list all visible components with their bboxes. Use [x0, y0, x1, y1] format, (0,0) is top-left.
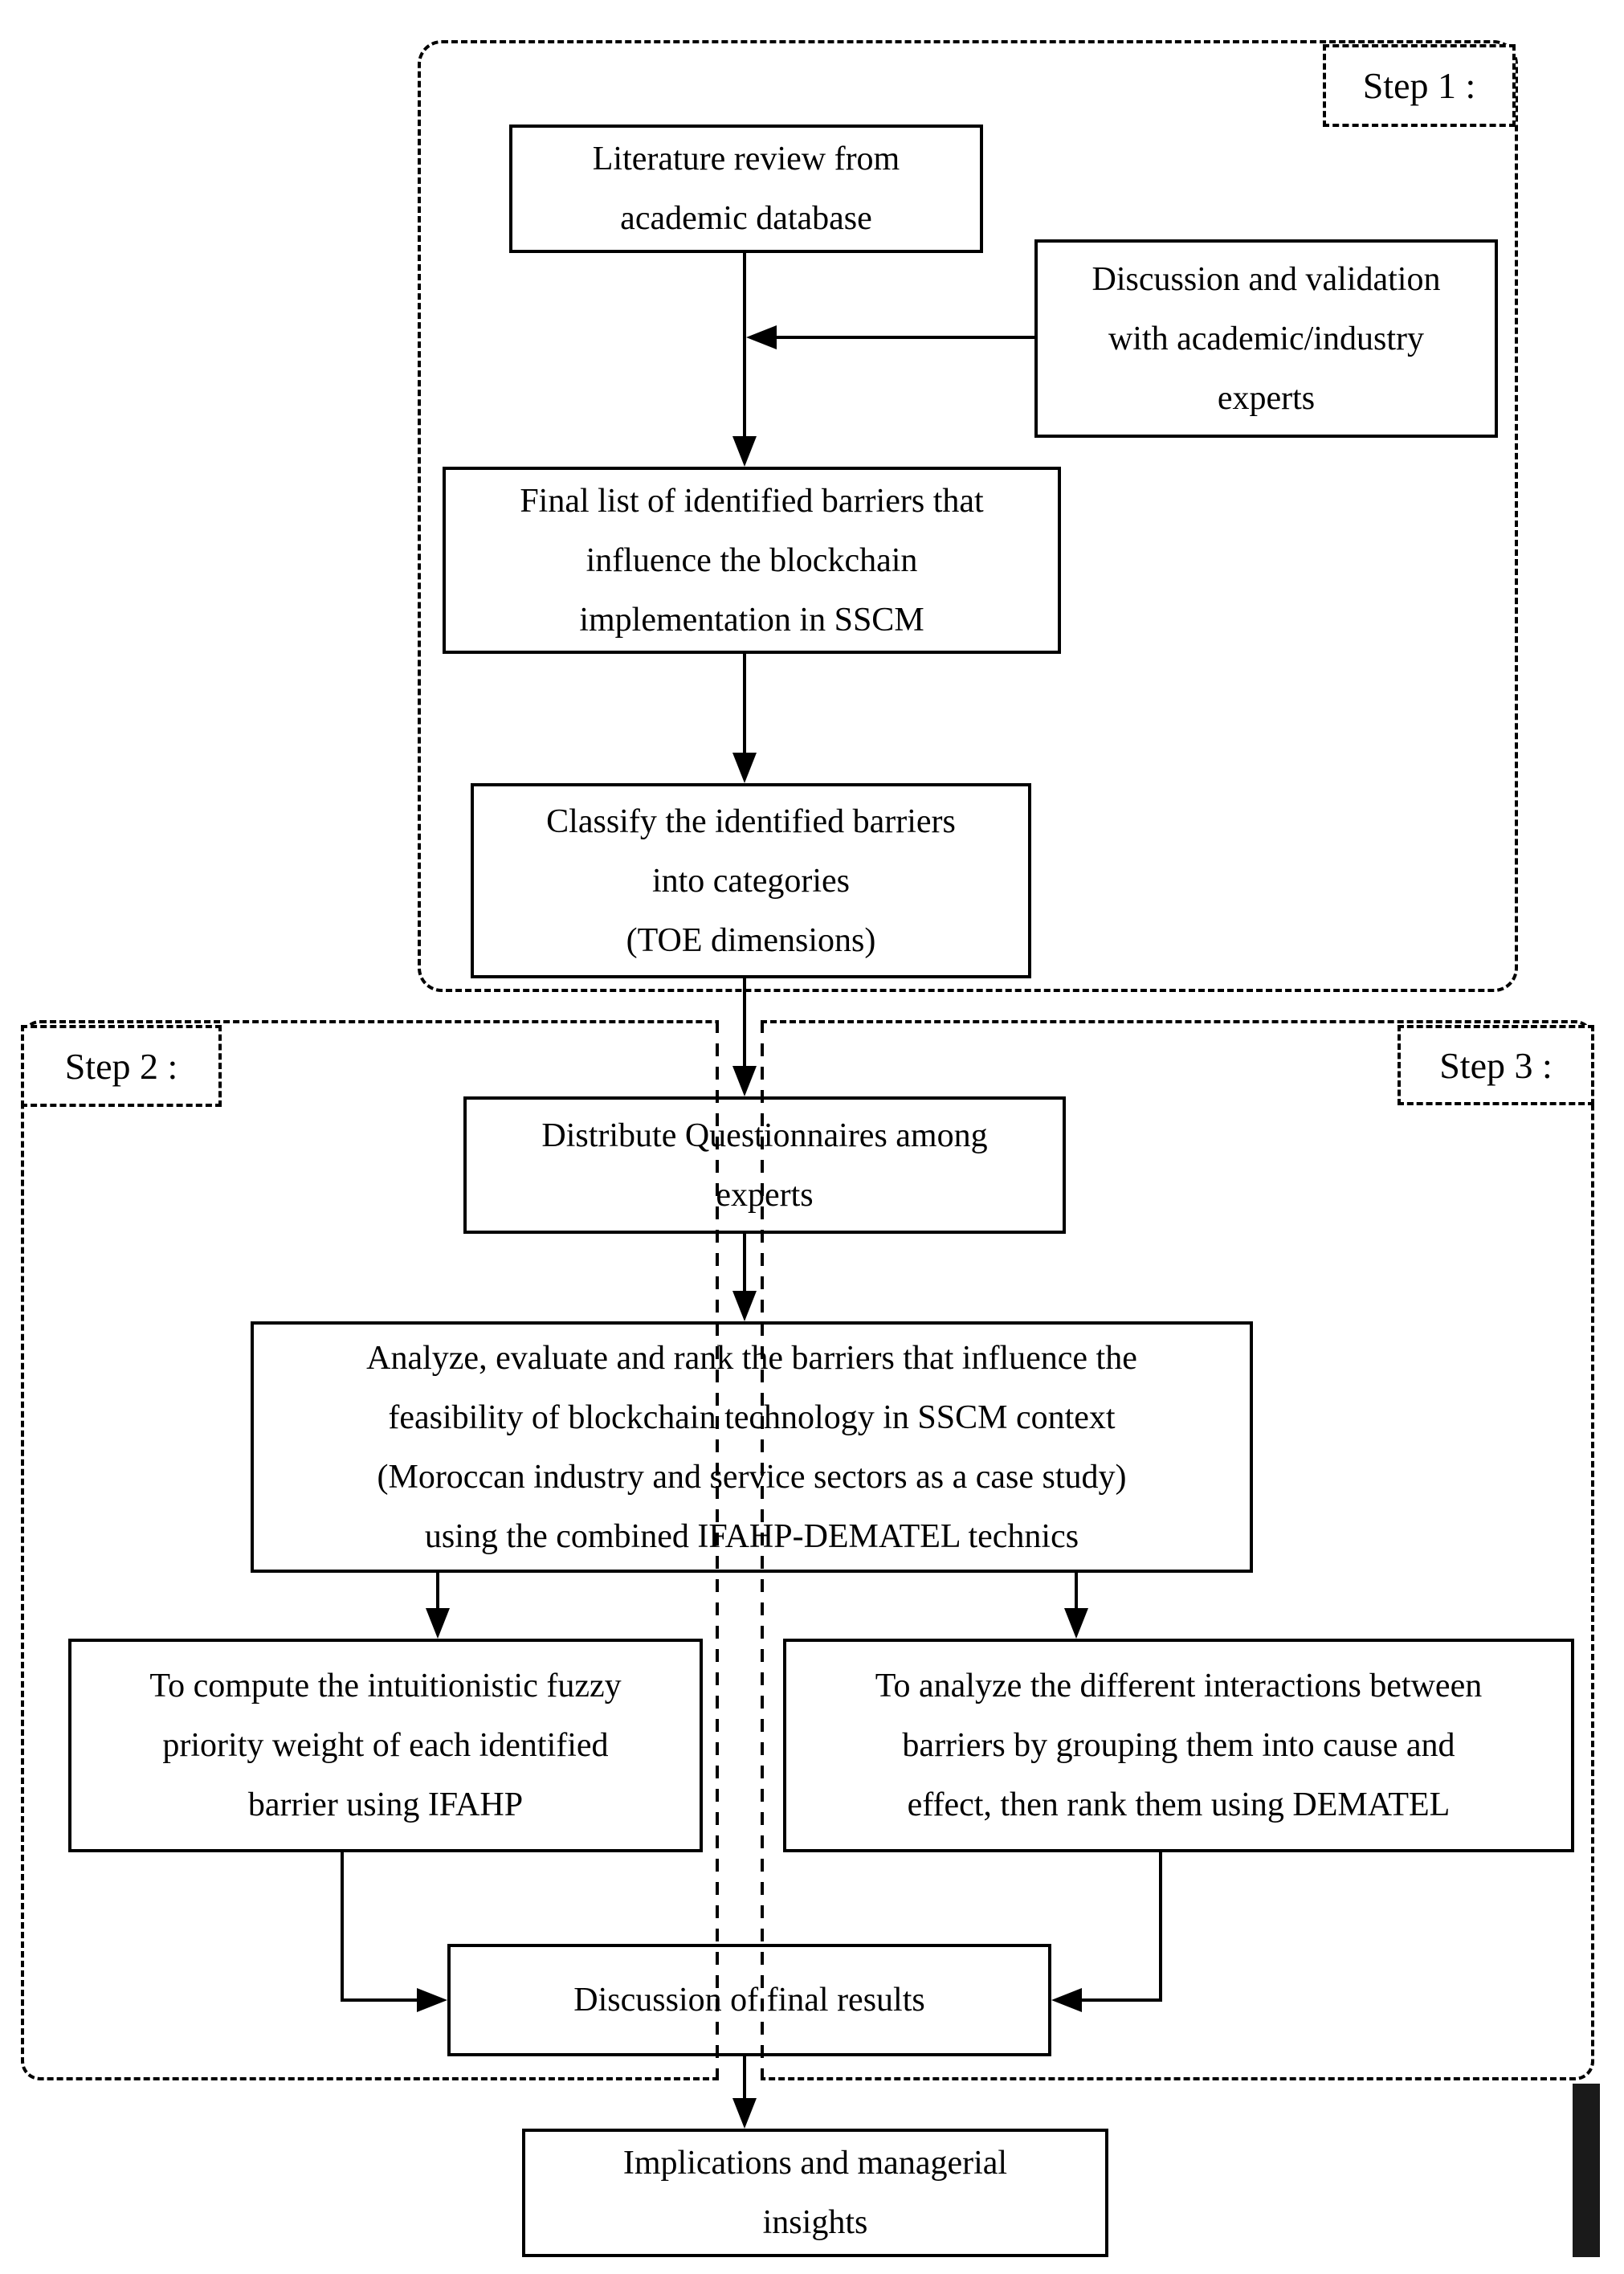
- dematel-interactions-node: To analyze the different interactions be…: [783, 1639, 1574, 1852]
- arrow-analyze-to-dematel-head: [1064, 1608, 1088, 1639]
- implications-node: Implications and managerial insights: [522, 2129, 1108, 2257]
- arrow-ifahp-to-results-head: [417, 1988, 447, 2012]
- distribute-questionnaires-node: Distribute Questionnaires among experts: [463, 1096, 1066, 1234]
- scan-edge-bar: [1573, 2084, 1600, 2257]
- arrow-analyze-to-dematel-line: [1075, 1573, 1078, 1608]
- arrow-dematel-to-results-hline: [1082, 1998, 1162, 2002]
- arrow-analyze-to-ifahp-line: [436, 1573, 439, 1608]
- ifahp-weights-node: To compute the intuitionistic fuzzy prio…: [68, 1639, 703, 1852]
- arrow-distribute-to-analyze-head: [732, 1291, 757, 1321]
- step1-label: Step 1 :: [1323, 44, 1516, 127]
- literature-review-node: Literature review from academic database: [509, 125, 983, 253]
- classify-barriers-node: Classify the identified barriers into ca…: [471, 783, 1031, 978]
- analyze-rank-barriers-node: Analyze, evaluate and rank the barriers …: [251, 1321, 1253, 1573]
- arrow-dematel-to-results-vline: [1159, 1852, 1162, 2002]
- arrow-validation-to-flow-line: [777, 336, 1034, 339]
- expert-validation-node: Discussion and validation with academic/…: [1034, 239, 1498, 438]
- arrow-dematel-to-results-head: [1051, 1988, 1082, 2012]
- step3-region-border: [761, 1020, 1594, 2080]
- arrow-classify-to-distribute-line: [743, 978, 746, 1066]
- arrow-ifahp-to-results-vline: [341, 1852, 344, 2002]
- arrow-ifahp-to-results-hline: [341, 1998, 417, 2002]
- final-barriers-list-node: Final list of identified barriers that i…: [443, 467, 1061, 654]
- arrow-analyze-to-ifahp-head: [426, 1608, 450, 1639]
- step3-left-dashed-border: [761, 1020, 764, 2080]
- final-results-node: Discussion of final results: [447, 1944, 1051, 2056]
- arrow-validation-to-flow-head: [746, 325, 777, 349]
- arrow-literature-to-final-head: [732, 436, 757, 467]
- step2-region-border: [21, 1020, 719, 2080]
- step2-label: Step 2 :: [21, 1025, 222, 1107]
- step1-region-border: [418, 40, 1518, 992]
- step3-label: Step 3 :: [1398, 1025, 1594, 1105]
- step2-right-dashed-border: [716, 1020, 719, 2080]
- arrow-classify-to-distribute-head: [732, 1066, 757, 1096]
- arrow-final-to-classify-line: [743, 654, 746, 754]
- arrow-final-to-classify-head: [732, 753, 757, 783]
- arrow-literature-to-final-line: [743, 253, 746, 438]
- arrow-distribute-to-analyze-line: [743, 1234, 746, 1291]
- arrow-results-to-implications-head: [732, 2098, 757, 2129]
- arrow-results-to-implications-line: [743, 2056, 746, 2098]
